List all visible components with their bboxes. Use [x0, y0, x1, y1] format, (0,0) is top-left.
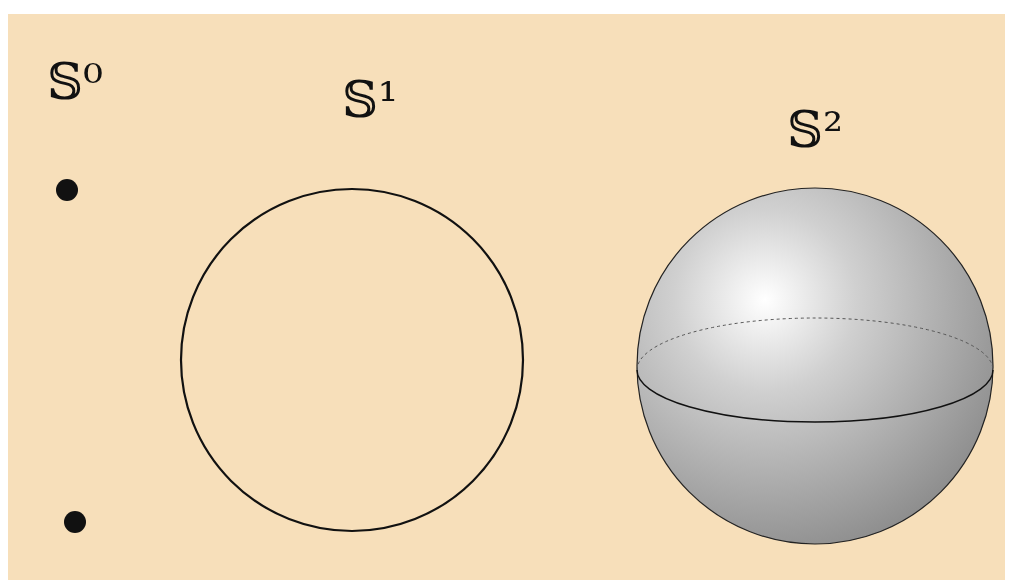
- sphere: [637, 188, 993, 544]
- equator-front: [637, 370, 993, 422]
- sphere-label: 𝕊¹: [342, 75, 398, 125]
- point: [64, 511, 86, 533]
- equator-back: [637, 318, 993, 370]
- point: [56, 179, 78, 201]
- sphere-label: 𝕊⁰: [47, 57, 103, 107]
- circle: [181, 189, 523, 531]
- background: [8, 14, 1005, 580]
- sphere-label: 𝕊²: [787, 105, 843, 155]
